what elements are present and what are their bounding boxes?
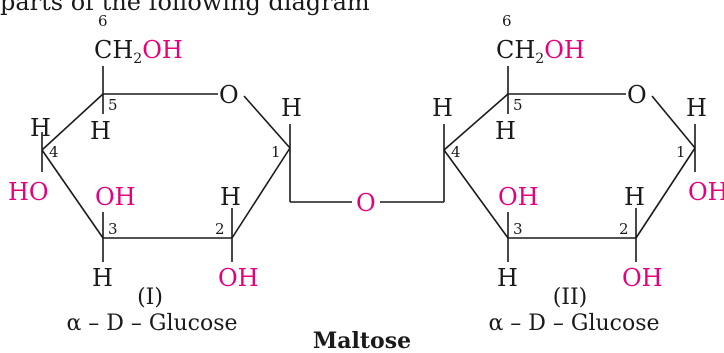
ring2-labels: 6 CH2OH O 5 H H 4 OH 3 H H 2 OH H 1 OH (… bbox=[432, 12, 724, 336]
ring1-oh-c3: OH bbox=[95, 183, 136, 211]
ring1-h-c4: H bbox=[30, 114, 51, 142]
ring2-oh-c2: OH bbox=[622, 264, 663, 292]
ring2-c1-number: 1 bbox=[676, 143, 686, 161]
ring2-bonds bbox=[443, 66, 696, 262]
ring1-h-c2: H bbox=[220, 183, 241, 211]
ring1-labels: 6 CH2OH O 5 H H 4 HO OH 3 H H 2 OH H 1 (… bbox=[8, 12, 302, 336]
ring1-c3-number: 3 bbox=[108, 220, 118, 238]
ring1-c6-number: 6 bbox=[98, 12, 108, 30]
ring1-bonds bbox=[41, 66, 291, 262]
ring2-bond-c3-c4 bbox=[443, 149, 509, 239]
ring2-ch2-subscript: 2 bbox=[535, 51, 544, 67]
ring2-bond-o-c1 bbox=[651, 95, 696, 149]
ring2-c2-number: 2 bbox=[619, 220, 629, 238]
ring2-c4-number: 4 bbox=[451, 143, 461, 161]
ring2-ring-oxygen: O bbox=[627, 81, 647, 109]
ring1-c4-number: 4 bbox=[49, 143, 59, 161]
ring2-h-c4: H bbox=[432, 94, 453, 122]
ring1-bond-c1-c2 bbox=[231, 147, 291, 239]
ring1-c5-number: 5 bbox=[108, 96, 118, 114]
ring1-bond-c3-c4 bbox=[41, 149, 104, 239]
ring1-h-c1: H bbox=[281, 94, 302, 122]
ring1-ring-oxygen: O bbox=[219, 81, 239, 109]
ring1-c1-number: 1 bbox=[271, 143, 281, 161]
ring2-bond-c4-c5 bbox=[443, 93, 509, 151]
top-caption: parts of the following diagram bbox=[0, 0, 370, 16]
ring1-c2-number: 2 bbox=[215, 220, 225, 238]
ring2-oh-c3: OH bbox=[498, 183, 539, 211]
bridge-oxygen: O bbox=[356, 189, 376, 217]
ring2-ch2-oh: OH bbox=[544, 36, 585, 64]
ring1-bond-c4-c5 bbox=[41, 93, 104, 151]
ring1-ch2-group: CH2OH bbox=[94, 36, 183, 67]
ring1-ho-c4: HO bbox=[8, 178, 49, 206]
ring2-h-c3: H bbox=[497, 264, 518, 292]
ring1-oh-c2: OH bbox=[218, 264, 259, 292]
ring2-oh-c1: OH bbox=[688, 178, 724, 206]
ring1-label-number: (I) bbox=[137, 285, 163, 310]
ring2-h-c2: H bbox=[624, 183, 645, 211]
ring2-label-number: (II) bbox=[553, 285, 588, 310]
ring2-c5-number: 5 bbox=[513, 96, 523, 114]
ring2-c6-number: 6 bbox=[502, 12, 512, 30]
ring2-c3-number: 3 bbox=[513, 220, 523, 238]
ring2-h-c5: H bbox=[495, 117, 516, 145]
ring2-ch2-main: CH bbox=[496, 36, 535, 64]
ring1-ch2-main: CH bbox=[94, 36, 133, 64]
ring2-bond-c1-c2 bbox=[635, 147, 696, 239]
ring1-bond-o-c1 bbox=[243, 95, 291, 149]
ring2-h-c1: H bbox=[686, 94, 707, 122]
ring1-ch2-oh: OH bbox=[142, 36, 183, 64]
ring1-h-c5: H bbox=[90, 117, 111, 145]
ring1-label-name: α – D – Glucose bbox=[66, 311, 237, 336]
ring1-h-c3: H bbox=[92, 264, 113, 292]
ring2-ch2-group: CH2OH bbox=[496, 36, 585, 67]
ring1-ch2-subscript: 2 bbox=[133, 51, 142, 67]
ring2-label-name: α – D – Glucose bbox=[488, 311, 659, 336]
diagram-title: Maltose bbox=[313, 328, 411, 353]
